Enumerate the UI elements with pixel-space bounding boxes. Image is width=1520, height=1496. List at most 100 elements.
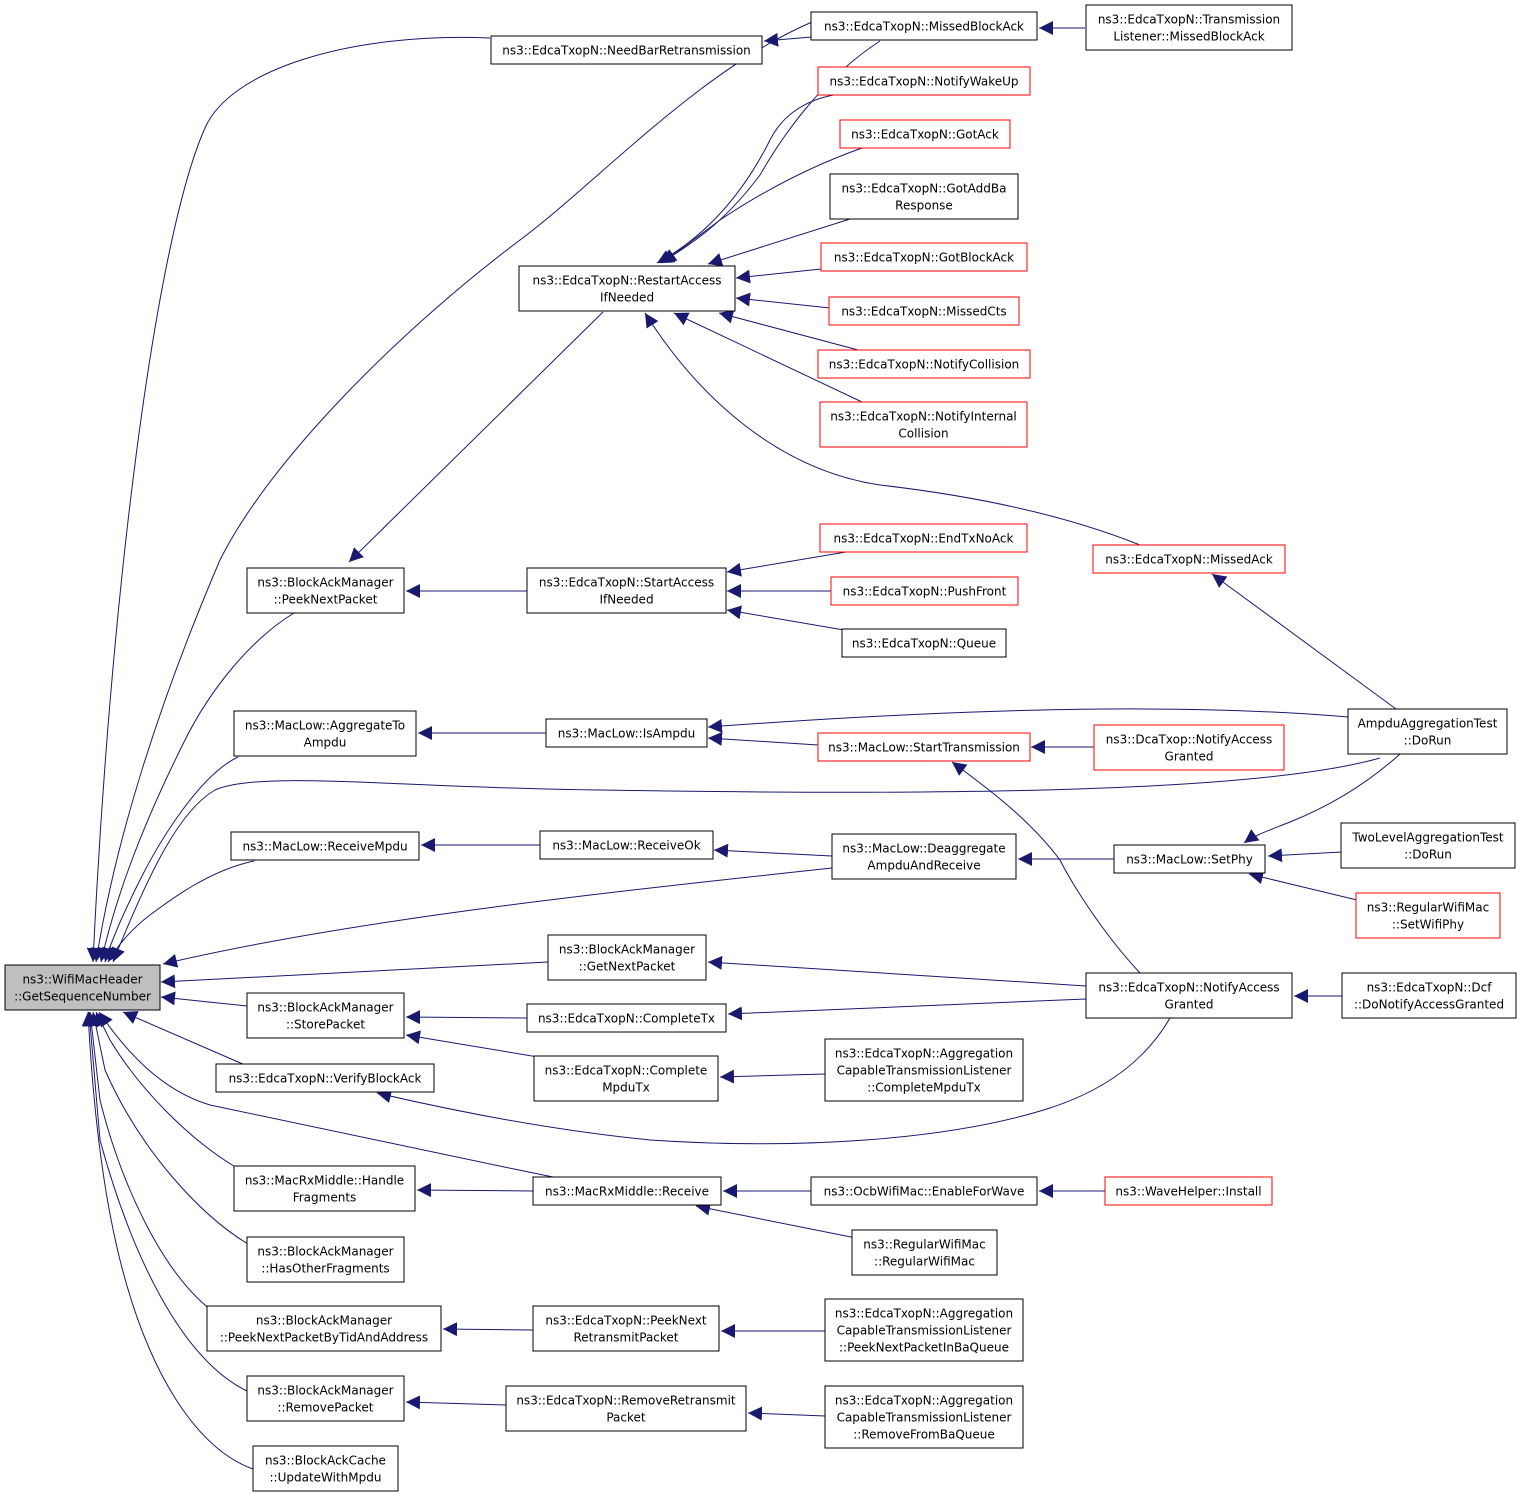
node-box bbox=[4, 964, 161, 1011]
node-completempdutx[interactable]: ns3::EdcaTxopN::CompleteMpduTx bbox=[533, 1055, 719, 1102]
node-label: ns3::BlockAckManager bbox=[559, 943, 695, 957]
node-pushfront[interactable]: ns3::EdcaTxopN::PushFront bbox=[830, 576, 1019, 606]
node-enableforwave[interactable]: ns3::OcbWifiMac::EnableForWave bbox=[810, 1176, 1038, 1206]
node-isampdu[interactable]: ns3::MacLow::IsAmpdu bbox=[545, 718, 708, 748]
node-needbar[interactable]: ns3::EdcaTxopN::NeedBarRetransmission bbox=[490, 35, 763, 65]
node-label: ns3::EdcaTxopN::GotBlockAck bbox=[834, 251, 1014, 265]
node-label: ::GetSequenceNumber bbox=[14, 990, 151, 1004]
node-gotblockack[interactable]: ns3::EdcaTxopN::GotBlockAck bbox=[820, 242, 1028, 272]
node-updatewithmpdu[interactable]: ns3::BlockAckCache::UpdateWithMpdu bbox=[252, 1445, 399, 1492]
edge-notifyaccessgranted-to-starttransmission bbox=[951, 761, 1141, 974]
node-label: MpduTx bbox=[602, 1081, 650, 1095]
node-label: ns3::EdcaTxopN::MissedAck bbox=[1105, 553, 1273, 567]
node-label: ns3::EdcaTxopN::NotifyAccess bbox=[1098, 981, 1279, 995]
node-peeknextbytid[interactable]: ns3::BlockAckManager::PeekNextPacketByTi… bbox=[206, 1305, 442, 1352]
edge-endtxnoack-to-startaccess bbox=[726, 551, 847, 577]
node-gotack[interactable]: ns3::EdcaTxopN::GotAck bbox=[839, 119, 1011, 149]
node-box bbox=[1347, 708, 1508, 755]
node-removepacket[interactable]: ns3::BlockAckManager::RemovePacket bbox=[246, 1375, 405, 1422]
node-box bbox=[533, 1055, 719, 1102]
node-receiveok[interactable]: ns3::MacLow::ReceiveOk bbox=[539, 830, 714, 860]
node-actl-completempdutx[interactable]: ns3::EdcaTxopN::AggregationCapableTransm… bbox=[824, 1038, 1024, 1102]
node-label: ns3::EdcaTxopN::MissedBlockAck bbox=[824, 20, 1024, 34]
node-box bbox=[1093, 724, 1285, 771]
node-storepacket[interactable]: ns3::BlockAckManager::StorePacket bbox=[246, 992, 405, 1039]
node-hasotherfragments[interactable]: ns3::BlockAckManager::HasOtherFragments bbox=[246, 1236, 405, 1283]
node-box bbox=[841, 628, 1007, 658]
node-peeknextpacket[interactable]: ns3::BlockAckManager::PeekNextPacket bbox=[246, 567, 405, 614]
node-label: ns3::RegularWifiMac bbox=[863, 1238, 985, 1252]
node-setphy[interactable]: ns3::MacLow::SetPhy bbox=[1113, 844, 1266, 874]
node-label: ns3::WifiMacHeader bbox=[22, 973, 142, 987]
node-label: ns3::EdcaTxopN::StartAccess bbox=[539, 576, 714, 590]
node-label: Ampdu bbox=[304, 736, 347, 750]
edge-twoleveltest-to-setphy bbox=[1267, 848, 1343, 863]
node-dcanotify[interactable]: ns3::DcaTxop::NotifyAccessGranted bbox=[1093, 724, 1285, 771]
node-setwifiphy[interactable]: ns3::RegularWifiMac::SetWifiPhy bbox=[1355, 892, 1501, 939]
node-label: ::PeekNextPacketInBaQueue bbox=[839, 1341, 1009, 1355]
edge-updatewithmpdu-to-root bbox=[81, 1011, 254, 1470]
node-box bbox=[817, 349, 1031, 379]
node-label: RetransmitPacket bbox=[573, 1331, 678, 1345]
node-missedack[interactable]: ns3::EdcaTxopN::MissedAck bbox=[1092, 544, 1286, 574]
node-label: ns3::EdcaTxopN::GotAddBa bbox=[842, 182, 1007, 196]
node-missedblockack[interactable]: ns3::EdcaTxopN::MissedBlockAck bbox=[810, 11, 1038, 41]
node-box bbox=[246, 567, 405, 614]
edge-deaggregate-to-root bbox=[162, 867, 833, 968]
node-actl-remove[interactable]: ns3::EdcaTxopN::AggregationCapableTransm… bbox=[824, 1385, 1024, 1449]
node-label: ns3::EdcaTxopN::Aggregation bbox=[835, 1307, 1013, 1321]
node-receivempdu[interactable]: ns3::MacLow::ReceiveMpdu bbox=[230, 831, 420, 861]
node-label: Granted bbox=[1165, 750, 1214, 764]
node-box bbox=[526, 567, 727, 614]
node-endtxnoack[interactable]: ns3::EdcaTxopN::EndTxNoAck bbox=[819, 523, 1028, 553]
node-label: ns3::EdcaTxopN::MissedCts bbox=[841, 305, 1006, 319]
node-label: ns3::MacLow::ReceiveOk bbox=[552, 839, 700, 853]
node-tl-missedblockack[interactable]: ns3::EdcaTxopN::TransmissionListener::Mi… bbox=[1085, 4, 1293, 51]
node-actl-peeknext[interactable]: ns3::EdcaTxopN::AggregationCapableTransm… bbox=[824, 1298, 1024, 1362]
node-notifycollision[interactable]: ns3::EdcaTxopN::NotifyCollision bbox=[817, 349, 1031, 379]
node-verifyblockack[interactable]: ns3::EdcaTxopN::VerifyBlockAck bbox=[215, 1063, 435, 1093]
edge-deaggregate-to-receiveok bbox=[713, 843, 833, 858]
node-queue[interactable]: ns3::EdcaTxopN::Queue bbox=[841, 628, 1007, 658]
node-twoleveltest[interactable]: TwoLevelAggregationTest::DoRun bbox=[1340, 822, 1516, 869]
node-box bbox=[518, 265, 736, 312]
edge-actl_remove-to-removeretransmit bbox=[747, 1406, 826, 1421]
node-box bbox=[539, 830, 714, 860]
node-rxreceive[interactable]: ns3::MacRxMiddle::Receive bbox=[532, 1176, 722, 1206]
node-box bbox=[1092, 544, 1286, 574]
node-box bbox=[246, 1375, 405, 1422]
node-label: ::RemoveFromBaQueue bbox=[853, 1428, 995, 1442]
node-label: ns3::EdcaTxopN::PushFront bbox=[843, 585, 1007, 599]
node-box bbox=[810, 1176, 1038, 1206]
node-getnextpacket[interactable]: ns3::BlockAckManager::GetNextPacket bbox=[547, 934, 707, 981]
edge-peeknextretransmit-to-peeknextbytid bbox=[442, 1322, 534, 1337]
node-label: ns3::EdcaTxopN::RemoveRetransmit bbox=[516, 1394, 736, 1408]
node-box bbox=[547, 934, 707, 981]
node-wavehelper[interactable]: ns3::WaveHelper::Install bbox=[1104, 1176, 1273, 1206]
node-dcfnotify[interactable]: ns3::EdcaTxopN::Dcf::DoNotifyAccessGrant… bbox=[1341, 972, 1517, 1019]
node-label: IfNeeded bbox=[600, 291, 654, 305]
node-starttransmission[interactable]: ns3::MacLow::StartTransmission bbox=[817, 732, 1031, 762]
node-notifywakeup[interactable]: ns3::EdcaTxopN::NotifyWakeUp bbox=[817, 66, 1031, 96]
node-label: ns3::DcaTxop::NotifyAccess bbox=[1106, 733, 1272, 747]
node-box bbox=[830, 576, 1019, 606]
node-completetx[interactable]: ns3::EdcaTxopN::CompleteTx bbox=[526, 1003, 727, 1033]
node-label: Granted bbox=[1165, 998, 1214, 1012]
node-regularwifimac[interactable]: ns3::RegularWifiMac::RegularWifiMac bbox=[851, 1229, 998, 1276]
node-ampdutest[interactable]: AmpduAggregationTest::DoRun bbox=[1347, 708, 1508, 755]
node-box bbox=[246, 992, 405, 1039]
node-missedcts[interactable]: ns3::EdcaTxopN::MissedCts bbox=[828, 296, 1020, 326]
edge-completempdutx-to-storepacket bbox=[405, 1030, 557, 1061]
node-notifyaccessgranted[interactable]: ns3::EdcaTxopN::NotifyAccessGranted bbox=[1085, 972, 1293, 1019]
node-label: ::StorePacket bbox=[286, 1018, 365, 1032]
node-label: Collision bbox=[898, 427, 948, 441]
